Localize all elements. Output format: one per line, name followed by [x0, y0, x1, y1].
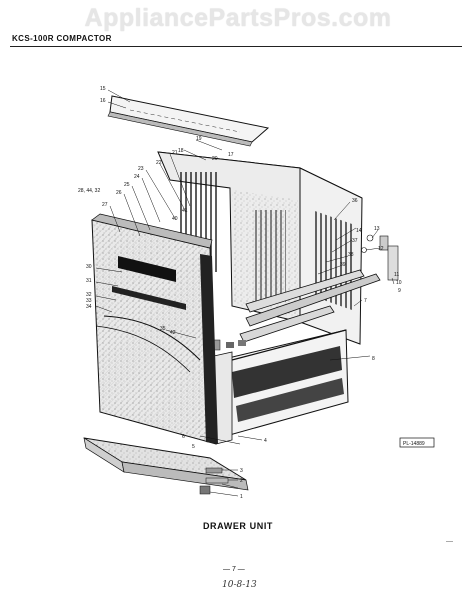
handwritten-note: 10-8-13	[222, 580, 257, 590]
callout-38: 38	[348, 252, 354, 258]
drawer-box	[205, 329, 349, 445]
callout-11: 11	[394, 272, 399, 278]
callout-16: 16	[100, 98, 106, 104]
callout-35: 35	[160, 326, 166, 332]
callout-23: 23	[138, 166, 144, 172]
callout-9: 9	[398, 288, 401, 294]
callout-27: 27	[102, 202, 108, 208]
corner-mark: —	[446, 538, 453, 545]
reference-box: PL-14889	[399, 437, 435, 448]
header-divider	[10, 46, 462, 47]
callout-36: 36	[352, 198, 358, 204]
callout-40: 40	[172, 216, 178, 222]
callout-6: 6	[182, 434, 185, 440]
callout-10: 10	[396, 280, 402, 286]
watermark-logo: AppliancePartsPros.com	[84, 4, 392, 32]
callout-13: 13	[374, 226, 380, 232]
callout-5: 5	[192, 444, 195, 450]
callout-42: 42	[170, 330, 176, 336]
callout-20: 20	[212, 156, 218, 162]
callout-24: 24	[134, 174, 140, 180]
callout-1: 1	[240, 494, 243, 500]
callout-19: 19	[196, 136, 202, 142]
cabinet-body	[157, 151, 363, 345]
callout-2: 2	[240, 478, 243, 484]
callout-14: 14	[356, 228, 362, 234]
diagram-caption: DRAWER UNIT	[202, 521, 274, 531]
callout-labels: 15 16 19 18 21 22 23 24 25 26 27 28, 44,…	[78, 86, 402, 500]
front-drawer-panel	[91, 213, 218, 445]
callout-15: 15	[100, 86, 106, 92]
callout-25: 25	[124, 182, 130, 188]
leader-lines	[95, 89, 395, 497]
callout-30: 30	[86, 264, 92, 270]
callout-26: 26	[116, 190, 122, 196]
page-number: — 7 —	[223, 566, 245, 573]
callout-4: 4	[264, 438, 267, 444]
fastener-parts	[199, 435, 241, 495]
reference-code: PL-14889	[403, 441, 425, 447]
callout-28: 28, 44, 32	[78, 188, 100, 194]
callout-21: 21	[172, 150, 178, 156]
callout-41: 41	[182, 208, 188, 214]
callout-37: 37	[352, 238, 358, 244]
callout-12: 12	[378, 246, 384, 252]
callout-7: 7	[364, 298, 367, 304]
document-header-title: KCS-100R COMPACTOR	[12, 34, 112, 43]
callout-22: 22	[156, 160, 162, 166]
callout-8: 8	[372, 356, 375, 362]
callout-31: 31	[86, 278, 92, 284]
top-cover-panel	[107, 95, 270, 147]
callout-18: 18	[178, 148, 184, 154]
callout-3: 3	[240, 468, 243, 474]
callout-17: 17	[228, 152, 234, 158]
callout-34: 34	[86, 304, 92, 310]
slide-rails	[239, 234, 399, 343]
exploded-parts-diagram: 15 16 19 18 21 22 23 24 25 26 27 28, 44,…	[78, 86, 435, 500]
callout-33: 33	[86, 298, 92, 304]
callout-32: 32	[86, 292, 92, 298]
callout-39: 39	[340, 262, 346, 268]
